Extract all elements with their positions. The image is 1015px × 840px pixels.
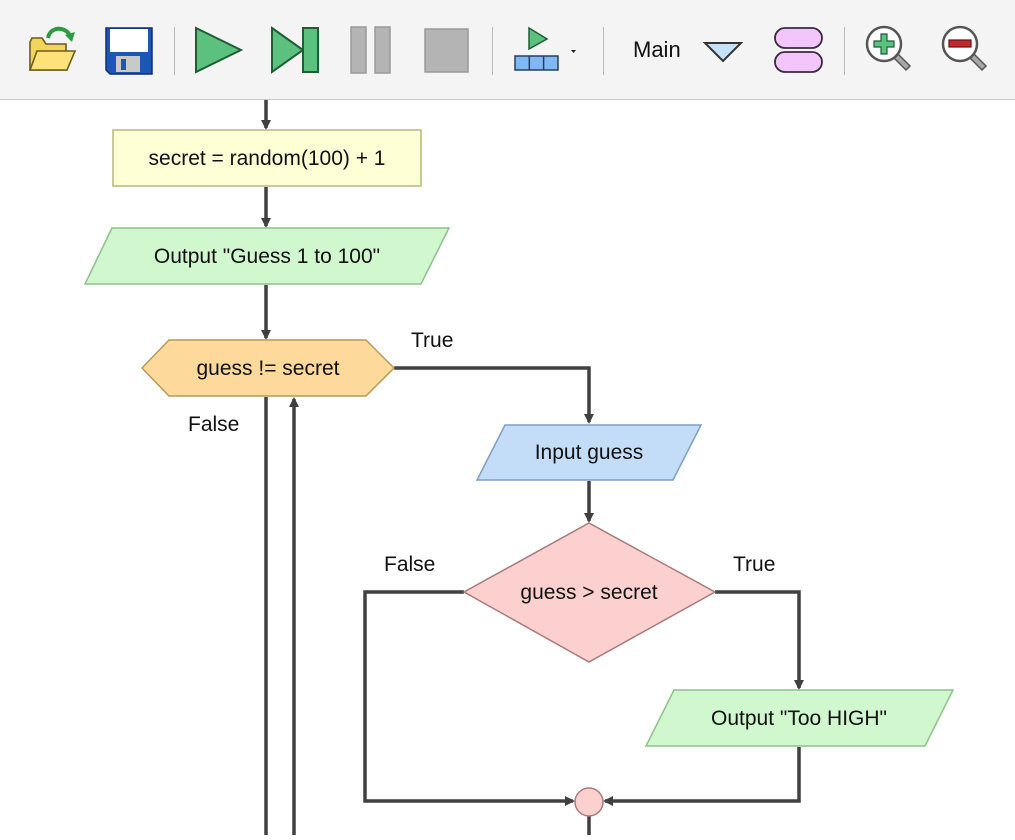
decision-true-label: True	[733, 553, 775, 576]
run-button[interactable]	[193, 24, 243, 76]
zoom-out-button[interactable]	[940, 24, 990, 76]
flowchart-canvas: secret = random(100) + 1 Output "Guess 1…	[0, 100, 1015, 835]
step-button[interactable]	[269, 24, 321, 76]
connector	[394, 366, 594, 424]
output-block[interactable]: Output "Guess 1 to 100"	[83, 227, 451, 285]
dropdown-triangle-icon	[702, 42, 744, 63]
connector	[715, 590, 804, 690]
process-block[interactable]: secret = random(100) + 1	[112, 129, 422, 187]
while-loop-block[interactable]: guess != secret	[140, 339, 396, 397]
toolbar-separator	[603, 27, 604, 75]
zoom-out-icon	[941, 25, 988, 72]
toolbar-separator	[492, 27, 493, 75]
loop-condition-text: guess != secret	[197, 357, 340, 380]
process-text: secret = random(100) + 1	[149, 147, 386, 170]
output-block[interactable]: Output "Too HIGH"	[644, 689, 955, 747]
output-text: Output "Guess 1 to 100"	[154, 245, 380, 268]
output-text: Output "Too HIGH"	[711, 707, 887, 730]
play-icon	[195, 26, 243, 74]
decision-false-label: False	[384, 553, 435, 576]
connector	[363, 590, 575, 806]
open-button[interactable]	[26, 24, 78, 76]
merge-junction[interactable]	[574, 787, 604, 817]
step-forward-icon	[271, 26, 319, 74]
function-selector-label[interactable]: Main	[633, 37, 681, 62]
flowchart: secret = random(100) + 1 Output "Guess 1…	[83, 100, 955, 835]
function-selector-dropdown[interactable]	[702, 24, 744, 76]
pause-icon	[350, 26, 391, 74]
toolbar-separator	[174, 27, 175, 75]
open-folder-icon	[28, 26, 77, 71]
run-mode-button[interactable]	[514, 24, 578, 76]
decision-block[interactable]: guess > secret	[462, 522, 717, 663]
toolbar: Main	[0, 0, 1015, 100]
input-block[interactable]: Input guess	[475, 424, 703, 481]
function-blocks-icon	[774, 27, 823, 73]
zoom-in-icon	[865, 25, 912, 72]
run-mode-icon	[514, 26, 576, 71]
loop-false-label: False	[188, 413, 239, 436]
stop-icon	[424, 28, 469, 73]
zoom-in-button[interactable]	[864, 24, 914, 76]
loop-true-label: True	[411, 329, 453, 352]
pause-button[interactable]	[350, 24, 392, 76]
dropdown-arrow-icon	[571, 50, 576, 53]
decision-condition-text: guess > secret	[520, 581, 657, 604]
stop-button[interactable]	[424, 24, 470, 76]
add-function-button[interactable]	[773, 24, 825, 76]
input-text: Input guess	[535, 441, 644, 464]
floppy-disk-icon	[105, 27, 153, 75]
toolbar-separator	[844, 27, 845, 75]
connector	[603, 747, 801, 806]
save-button[interactable]	[104, 24, 154, 76]
